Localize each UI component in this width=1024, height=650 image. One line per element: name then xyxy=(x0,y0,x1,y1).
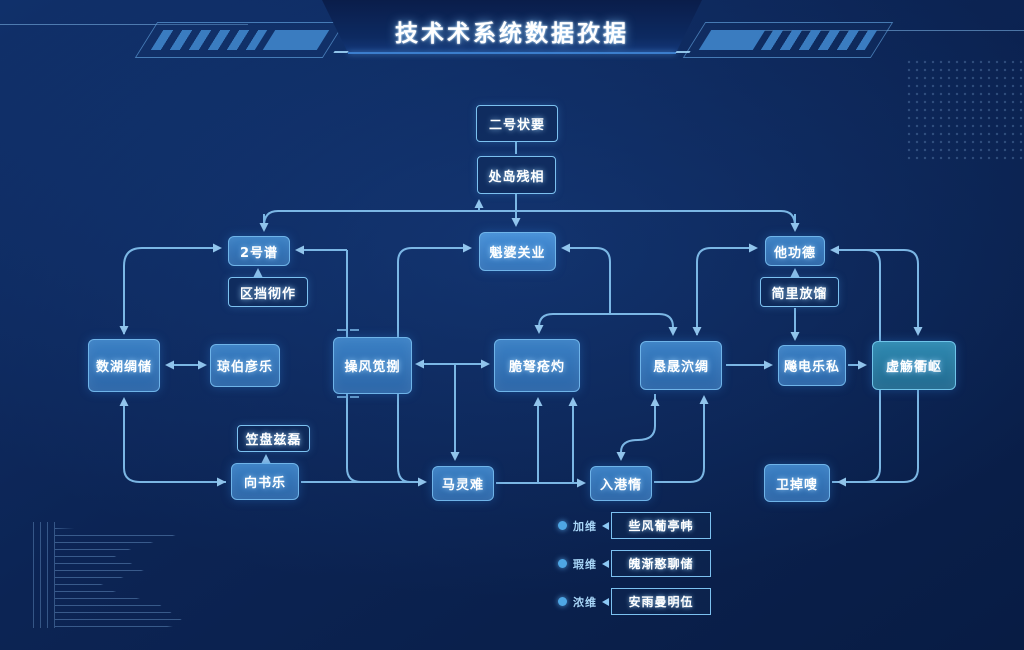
node-center-hub: 魁婆关业 xyxy=(479,232,556,271)
legend-row: 加维 些风葡亭帏 xyxy=(558,512,711,539)
node-bottom-right: 卫掉嗖 xyxy=(764,464,830,502)
node-mid-left: 琼伯彦乐 xyxy=(210,344,280,387)
node-mid-far-right: 虚觞衢岖 xyxy=(872,341,956,390)
node-mid-left2: 操风笕捌 xyxy=(333,337,412,394)
node-top-status: 二号状要 xyxy=(476,105,558,142)
node-mid-right2: 飚电乐私 xyxy=(778,345,846,386)
node-storage: 数湖绸储 xyxy=(88,339,160,392)
node-left-upper-sub: 区挡彻作 xyxy=(228,277,308,307)
legend-row: 瑕维 魄渐憨聊储 xyxy=(558,550,711,577)
legend-label: 浓维 xyxy=(573,595,597,609)
node-bottom-left: 向书乐 xyxy=(231,463,299,500)
legend-row: 浓维 安雨曼明伍 xyxy=(558,588,711,615)
title-banner-edge xyxy=(348,52,676,54)
node-right-upper-sub: 简里放馏 xyxy=(760,277,839,307)
node-right-upper: 他功德 xyxy=(765,236,825,266)
node-top-source: 处岛残相 xyxy=(477,156,556,194)
legend-arrow-icon xyxy=(602,559,609,568)
header-line-right xyxy=(762,30,1024,31)
vertical-lines-decoration xyxy=(33,522,57,628)
page-title: 技术术系统数据孜据 xyxy=(395,21,629,47)
node-bottom-left-sub: 笠盘兹磊 xyxy=(237,425,310,452)
legend-dot-icon xyxy=(558,559,567,568)
legend-label: 加维 xyxy=(573,519,597,533)
legend-dot-icon xyxy=(558,597,567,606)
legend: 加维 些风葡亭帏 瑕维 魄渐憨聊储 浓维 安雨曼明伍 xyxy=(558,512,711,626)
legend-box: 安雨曼明伍 xyxy=(611,588,711,615)
legend-label: 瑕维 xyxy=(573,557,597,571)
node-bottom-center2: 入港惰 xyxy=(590,466,652,501)
legend-dot-icon xyxy=(558,521,567,530)
legend-arrow-icon xyxy=(602,521,609,530)
legend-arrow-icon xyxy=(602,597,609,606)
title-banner xyxy=(322,0,702,54)
legend-box: 魄渐憨聊储 xyxy=(611,550,711,577)
dot-grid-decoration xyxy=(905,58,1023,163)
header-line-left xyxy=(0,24,248,25)
node-left-upper: 2号谱 xyxy=(228,236,290,266)
node-bottom-center1: 马灵难 xyxy=(432,466,494,501)
node-mid-right: 恳晟泬绸 xyxy=(640,341,722,390)
node-mid-center: 脆弩疮灼 xyxy=(494,339,580,392)
legend-box: 些风葡亭帏 xyxy=(611,512,711,539)
